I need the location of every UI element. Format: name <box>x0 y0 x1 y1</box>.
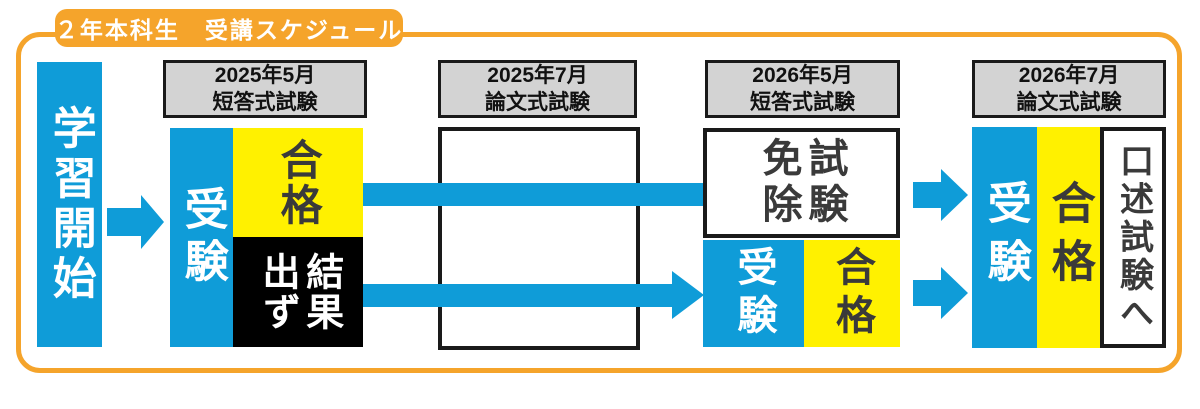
empty-result-box-2025-07 <box>438 127 640 350</box>
no-result-cell-2025-05: 結果 出ず <box>233 237 363 347</box>
column-header-2026-05: 2026年5月 短答式試験 <box>705 60 900 118</box>
take-exam-cell-2026-05: 受験 <box>703 240 804 347</box>
oral-exam-cell: 口述試験へ <box>1100 127 1166 348</box>
pass-cell-2026-05: 合格 <box>804 240 900 347</box>
column-header-2026-07: 2026年7月 論文式試験 <box>972 60 1166 118</box>
column-header-label: 2025年7月 論文式試験 <box>485 63 590 114</box>
column-header-2025-07: 2025年7月 論文式試験 <box>438 60 637 118</box>
exam-exemption-cell-2026-05: 試験 免除 <box>703 128 900 238</box>
no-result-label: 結果 出ず <box>256 252 342 332</box>
take-exam-label: 受験 <box>980 179 1030 296</box>
pass-cell-2026-07: 合格 <box>1037 127 1100 348</box>
start-box: 学習開始 <box>37 62 102 347</box>
take-exam-label: 受験 <box>731 245 776 342</box>
take-exam-cell-2025-05: 受験 <box>170 128 233 347</box>
title-badge: ２年本科生 受講スケジュール <box>55 9 403 47</box>
oral-exam-label: 口述試験へ <box>1114 142 1153 333</box>
pass-label: 合格 <box>830 245 874 342</box>
take-exam-cell-2026-07: 受験 <box>972 127 1037 348</box>
start-label: 学習開始 <box>45 104 95 305</box>
pass-label: 合格 <box>275 137 323 228</box>
column-header-label: 2026年7月 論文式試験 <box>1016 63 1122 114</box>
exam-exemption-label: 試験 免除 <box>756 137 847 229</box>
column-header-label: 2026年5月 短答式試験 <box>750 63 855 114</box>
column-header-2025-05: 2025年5月 短答式試験 <box>163 60 367 118</box>
pass-cell-2025-05: 合格 <box>233 128 363 237</box>
diagram-border <box>16 32 1182 373</box>
take-exam-label: 受験 <box>177 185 227 290</box>
column-header-label: 2025年5月 短答式試験 <box>212 63 318 114</box>
diagram-title: ２年本科生 受講スケジュール <box>54 17 404 43</box>
pass-label: 合格 <box>1044 179 1094 296</box>
